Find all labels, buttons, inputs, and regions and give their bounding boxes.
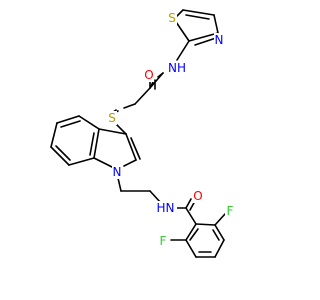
bond (194, 37, 217, 46)
atom-symbol-f: F (227, 204, 234, 218)
atom-symbol-n: N (215, 33, 224, 47)
bond (93, 157, 113, 168)
bond (157, 72, 164, 78)
bond (188, 32, 219, 42)
atom-symbol-n: N (166, 201, 175, 215)
fluorine-right-atom: F (225, 204, 235, 218)
indole-nitrogen-atom: N (112, 165, 122, 179)
molecule-structure-diagram: S N O NH S N NH N H O (50, 9, 235, 258)
bond (89, 132, 95, 156)
bond (78, 115, 100, 130)
bond (125, 133, 137, 161)
bond (123, 103, 136, 109)
bond (185, 14, 210, 20)
bond (56, 115, 80, 124)
bonds (50, 9, 226, 258)
bond (176, 40, 190, 61)
atom-symbol-s: S (108, 111, 116, 125)
bond (195, 223, 216, 226)
atom-symbol-nh: NH (168, 61, 186, 75)
bond (185, 198, 192, 209)
bond (130, 137, 141, 160)
bond (185, 239, 197, 258)
thioether-sulfur-atom: S (107, 111, 117, 125)
bond (185, 223, 197, 241)
atom-symbol-o: O (144, 68, 153, 82)
amide-nh-bottom-atom: NH N H (155, 201, 177, 215)
atom-labels: S N O NH S N NH N H O (107, 11, 235, 248)
amide-nh-top-atom: NH (166, 61, 188, 75)
bond (55, 145, 71, 161)
bond (68, 157, 95, 166)
bond (50, 146, 70, 166)
bond (189, 228, 199, 241)
bond (50, 122, 58, 148)
bond (214, 239, 225, 258)
atom-symbol-h: H (156, 201, 165, 215)
bond (93, 128, 100, 159)
bond (182, 9, 215, 16)
bond (185, 207, 197, 225)
carbonyl-oxygen-bottom-atom: O (193, 189, 203, 203)
bond (212, 229, 220, 241)
thiazole-nitrogen-atom: N (214, 33, 224, 47)
carbonyl-oxygen-top-atom: O (144, 68, 154, 82)
bond (214, 224, 225, 241)
thiazole-sulfur-atom: S (167, 11, 177, 25)
atom-symbol-s: S (168, 11, 176, 25)
atom-symbol-n: N (113, 165, 122, 179)
bond (60, 120, 81, 128)
bond (214, 213, 226, 226)
bond (213, 14, 219, 34)
bond (123, 159, 137, 167)
bond (134, 87, 151, 105)
atom-symbol-o: O (193, 189, 202, 203)
bond (98, 128, 127, 135)
fluorine-left-atom: F (158, 234, 168, 248)
bond (117, 177, 122, 192)
atom-symbol-f: F (160, 234, 167, 248)
